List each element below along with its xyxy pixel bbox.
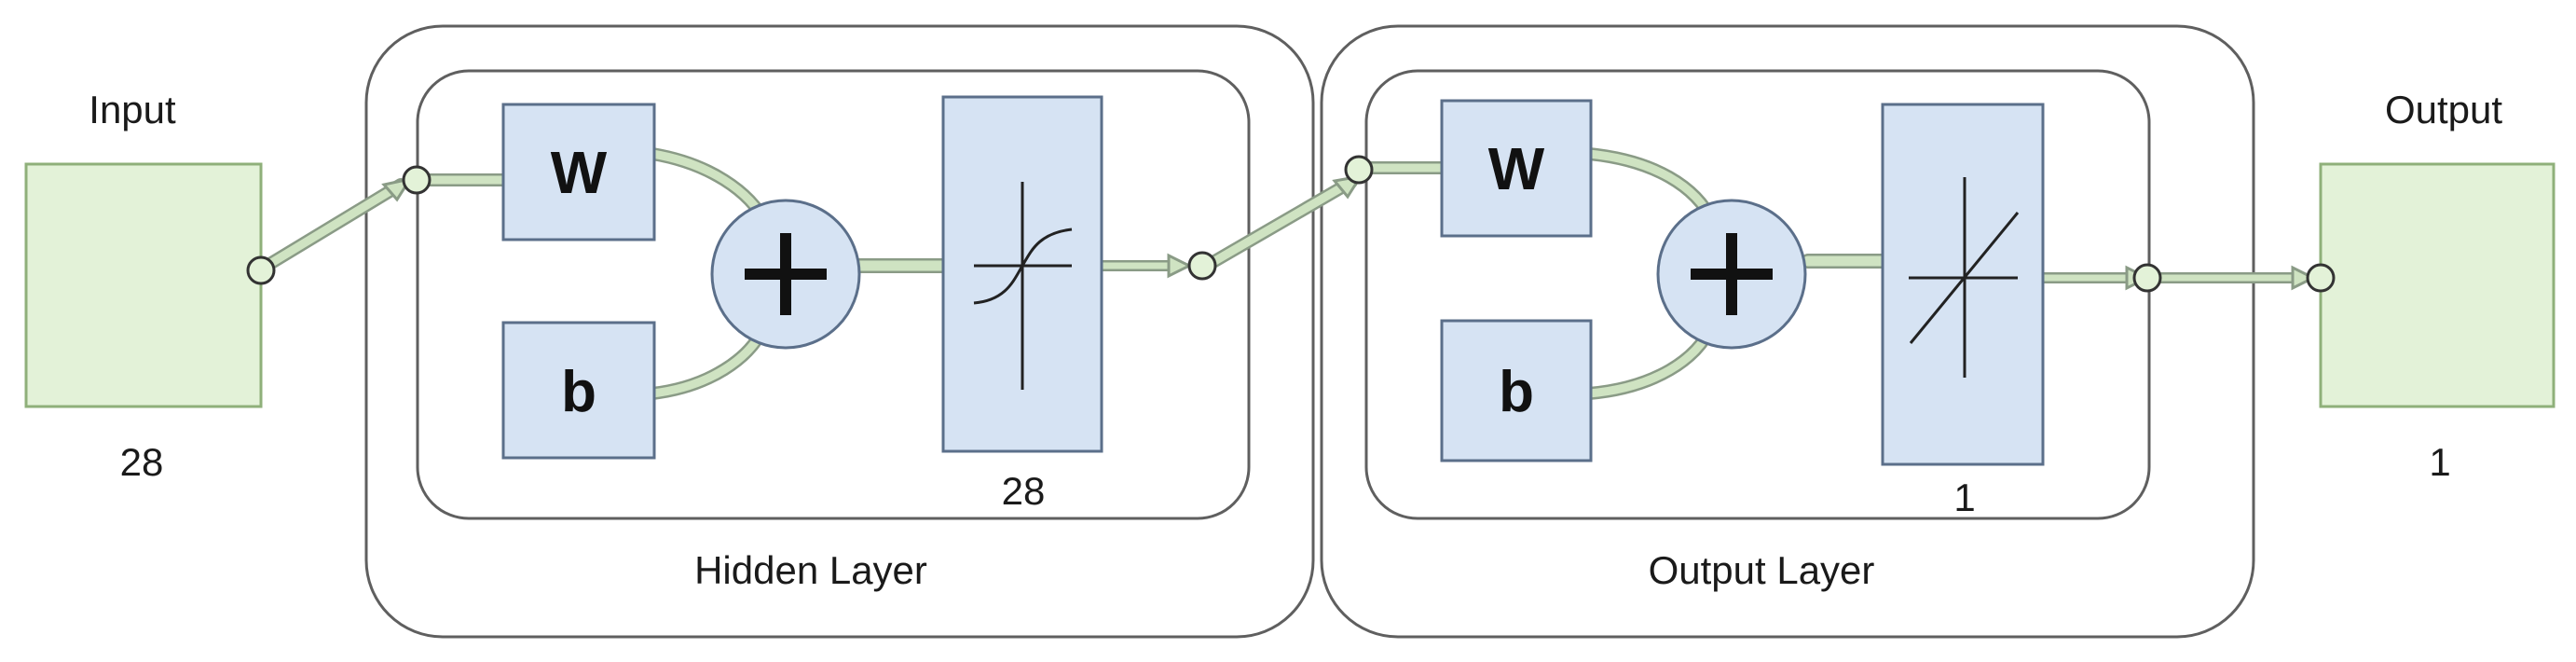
output-title: Output <box>2385 88 2502 131</box>
input-title: Input <box>89 88 176 131</box>
hidden-entry-node <box>402 165 432 195</box>
plus-icon-output <box>1691 233 1773 315</box>
hidden-exit-node <box>1187 251 1217 281</box>
input-box <box>24 162 263 408</box>
output-weight-block <box>1440 99 1593 238</box>
output-layer-size: 1 <box>1953 476 1975 519</box>
hidden-layer-size: 28 <box>1002 469 1046 513</box>
tansig-curve-icon <box>973 182 1073 390</box>
plus-icon-hidden <box>745 233 827 315</box>
output-node <box>2306 263 2336 293</box>
output-layer-entry-node <box>1344 155 1374 185</box>
output-layer-label: Output Layer <box>1649 548 1875 592</box>
input-node <box>246 255 276 285</box>
output-size: 1 <box>2429 440 2450 484</box>
hidden-weight-block <box>501 103 656 241</box>
arrowhead-to-output <box>2291 265 2317 291</box>
output-weight-label: W <box>1488 135 1545 202</box>
output-transfer-block <box>1881 103 2045 466</box>
input-size: 28 <box>120 440 164 484</box>
output-box <box>2319 162 2555 408</box>
arrowhead-hidden-transfer <box>1167 253 1193 279</box>
hidden-weight-label: W <box>551 139 608 206</box>
hidden-bias-label: b <box>561 360 596 424</box>
linear-line-icon <box>1909 177 2020 378</box>
output-bias-label: b <box>1499 360 1534 424</box>
output-layer-exit-node <box>2132 263 2162 293</box>
hidden-bias-block <box>501 321 656 460</box>
hidden-layer-label: Hidden Layer <box>694 548 927 592</box>
output-bias-block <box>1440 319 1593 462</box>
